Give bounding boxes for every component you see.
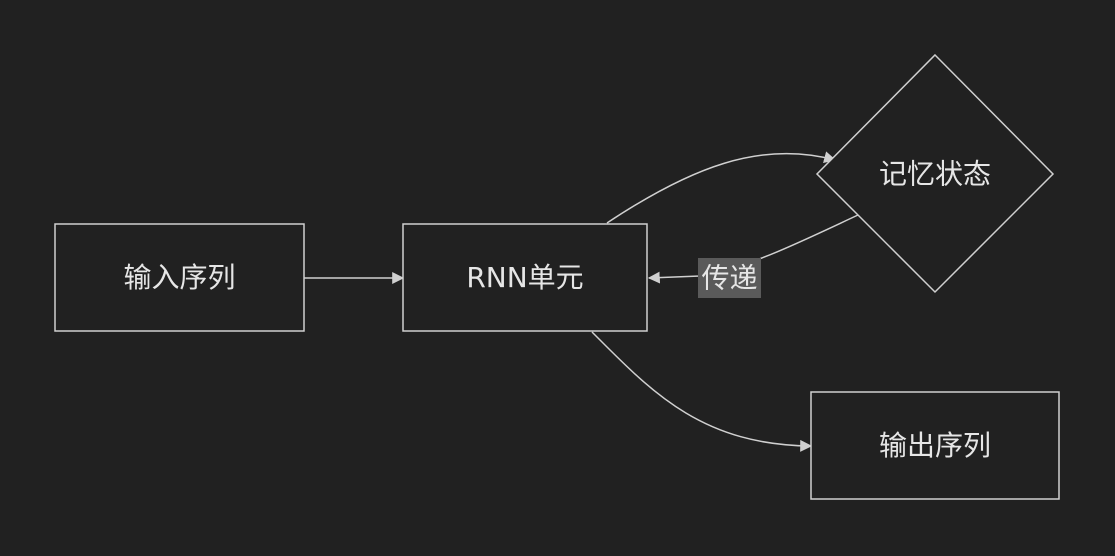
node-memory-label: 记忆状态 — [879, 158, 991, 191]
node-output-sequence: 输出序列 — [810, 391, 1060, 500]
edge-label-text: 传递 — [701, 262, 757, 295]
node-rnn-cell: RNN单元 — [402, 223, 648, 332]
node-rnn-label: RNN单元 — [466, 261, 583, 294]
edge-label-background — [698, 258, 761, 298]
node-input-sequence: 输入序列 — [54, 223, 305, 332]
node-input-label: 输入序列 — [123, 261, 235, 294]
edge-rnn-to-output — [591, 331, 813, 452]
node-memory-state: 记忆状态 — [815, 53, 1055, 294]
edge-rnn-to-memory — [606, 151, 837, 224]
edge-label-pass: 传递 — [698, 258, 761, 298]
node-output-label: 输出序列 — [879, 429, 991, 462]
